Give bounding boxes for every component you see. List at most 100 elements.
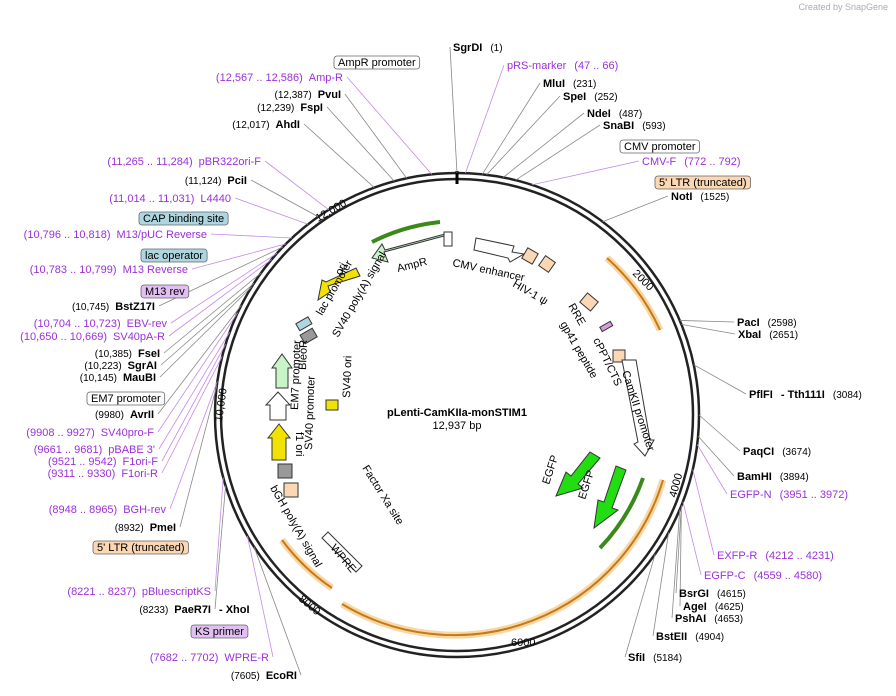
feature-label-gp41-peptide: gp41 peptide [557, 320, 599, 381]
tick-10000: 10,000 [213, 387, 230, 422]
leader-spei [486, 95, 561, 176]
box-text: 5' LTR (truncated) [659, 177, 746, 189]
ltr-arc-left-line [281, 539, 333, 589]
name-avrii: AvrII [130, 409, 154, 421]
feature-label-factor-xa-site: Factor Xa site [359, 463, 405, 527]
label-f1ori-f: F1ori-F(9521 .. 9542) [48, 456, 158, 468]
label-paci: PacI(2598) [737, 317, 797, 329]
pos-sfii: (5184) [653, 653, 682, 664]
leader-pbr322ori-f [264, 160, 330, 211]
label-m13-reverse: M13 Reverse(10,783 .. 10,799) [30, 264, 188, 276]
box-text: CAP binding site [143, 213, 224, 225]
box-em7-promoter: EM7 promoter [86, 391, 166, 406]
em7-feature [264, 391, 292, 421]
pos-paqci: (3674) [782, 447, 811, 458]
label-ahdi: AhdI(12,017) [232, 119, 300, 131]
hiv-psi-feature [521, 247, 539, 265]
pos-agei: (4625) [715, 602, 744, 613]
label-prs-marker: pRS-marker (47 .. 66) [507, 60, 618, 72]
name-prs-marker: pRS-marker [507, 60, 567, 72]
name-m13-puc-reverse: M13/pUC Reverse [117, 229, 207, 241]
label-ebv-rev: EBV-rev (10,704 .. 10,723) [34, 318, 168, 330]
pos-snabi: (593) [642, 121, 665, 132]
name-paqci: PaqCI [743, 446, 774, 458]
pos-prs-marker: (47 .. 66) [574, 60, 618, 72]
leader-l4440 [234, 197, 309, 225]
name-sv40pa-r: SV40pA-R [113, 331, 165, 343]
pos-ecori: (7605) [231, 671, 260, 682]
label-pbabe-3: pBABE 3'(9661 .. 9681) [34, 444, 155, 456]
label-pflfi: PflFI- Tth111I(3084) [749, 389, 862, 401]
ltr-arc-right [604, 255, 664, 332]
name-bstz17i: BstZ17I [115, 301, 155, 313]
name-egfp-c: EGFP-C [704, 570, 746, 582]
label-paqci: PaqCI (3674) [743, 446, 811, 458]
leader-sv40pa-r [168, 259, 272, 337]
name-snabi: SnaBI [603, 120, 634, 132]
box-m13-rev: M13 rev [140, 284, 190, 299]
camkii-block [612, 349, 626, 363]
pos-pvui: (12,387) [275, 90, 312, 101]
name-agei: AgeI [683, 601, 707, 613]
box-cap-binding-site: CAP binding site [138, 211, 229, 226]
label-egfp-n: EGFP-N(3951 .. 3972) [730, 489, 848, 501]
label-bamhi: BamHI(3894) [737, 471, 809, 483]
pos-egfp-n: (3951 .. 3972) [780, 489, 849, 501]
pos-pbr322ori-f: (11,265 .. 11,284) [107, 156, 192, 168]
tick-12000: 12,000 [314, 197, 349, 224]
plasmid-size: 12,937 bp [433, 420, 482, 432]
box-lac-operator: lac operator [140, 248, 208, 263]
name-pbr322ori-f: pBR322ori-F [199, 156, 262, 168]
label-bgh-rev: BGH-rev(8948 .. 8965) [49, 504, 167, 516]
box-text: KS primer [195, 626, 244, 638]
leader-avrii [157, 304, 242, 415]
ampr-promoter-block [443, 231, 453, 247]
label-amp-r: Amp-R(12,567 .. 12,586) [216, 72, 343, 84]
leader-snabi [515, 124, 601, 181]
label-l4440: L4440(11,014 .. 11,031) [109, 193, 231, 205]
name-bgh-rev: BGH-rev [123, 504, 166, 516]
pos-pbluescriptks: (8221 .. 8237) [67, 586, 136, 598]
pos-sgrdi: (1) [490, 43, 502, 54]
pos-paci: (2598) [768, 318, 797, 329]
pos-egfp-c: (4559 .. 4580) [754, 570, 823, 582]
pos-ebv-rev: (10,704 .. 10,723) [34, 318, 121, 330]
box-bg [333, 55, 421, 70]
name-sv40pro-f: SV40pro-F [101, 427, 154, 439]
box-text: CMV promoter [624, 141, 696, 153]
bleor-feature [271, 353, 293, 389]
leader-pbabe-3 [158, 332, 230, 450]
box-ks-primer: KS primer [190, 624, 249, 639]
label-pvui: PvuI(12,387) [275, 89, 341, 101]
name-mlui: MluI [543, 78, 565, 90]
leader-fsei [163, 272, 262, 354]
name-pbabe-3: pBABE 3' [108, 444, 155, 456]
label-pcii: PciI(11,124) [185, 175, 247, 187]
ltr-block [537, 254, 557, 274]
pos-bstz17i: (10,745) [72, 302, 109, 313]
label-sfii: SfiI(5184) [628, 652, 682, 664]
label-pmei: PmeI(8932) [115, 522, 176, 534]
pos-fsei: (10,385) [95, 349, 132, 360]
camkii-promoter-feature [621, 359, 655, 457]
leader-pshai [671, 509, 681, 619]
box-5-ltr-truncated: 5' LTR (truncated) [654, 175, 751, 190]
feature-label-egfp: EGFP [540, 454, 561, 486]
feature-label-f1-ori: f1 ori [293, 432, 305, 456]
name-noti: NotI [671, 191, 692, 203]
leader-exfp-r [692, 469, 715, 556]
name-f1ori-f: F1ori-F [123, 456, 159, 468]
leader-amp-r [346, 76, 433, 175]
name-f1ori-r: F1ori-R [121, 468, 158, 480]
leader-pflfi [693, 364, 747, 395]
label-xbai: XbaI(2651) [738, 329, 798, 341]
name-ebv-rev: EBV-rev [127, 318, 168, 330]
label-fspi: FspI(12,239) [257, 102, 323, 114]
leader-egfp-n [696, 444, 728, 495]
leader-cmv-f [531, 160, 640, 186]
label-wpre-r: WPRE-R(7682 .. 7702) [150, 652, 269, 664]
box-5-ltr-truncated: 5' LTR (truncated) [92, 540, 189, 555]
box-bg [190, 624, 249, 639]
leader-bsteii [652, 532, 670, 637]
